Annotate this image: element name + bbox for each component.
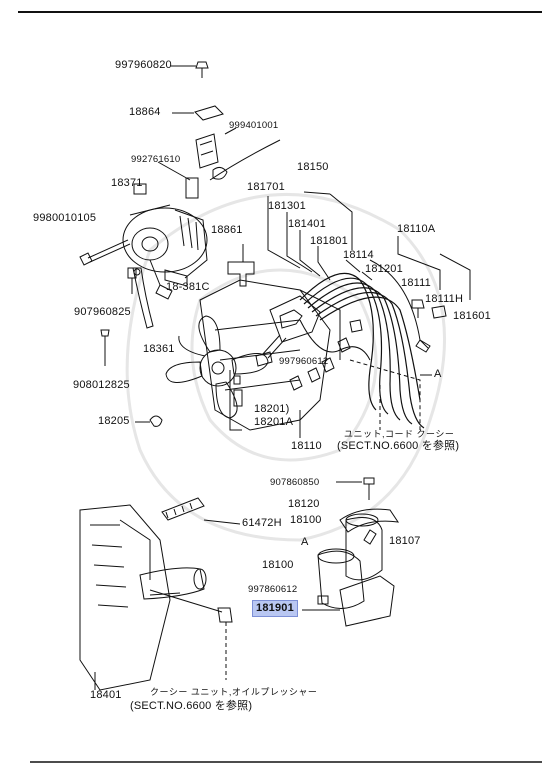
note-upper-line1: ユニット,コード クーシー <box>344 429 455 439</box>
bolt-997960820 <box>171 61 209 78</box>
label-18201: 18201) <box>254 403 290 415</box>
oil-pressure-unit <box>149 589 233 680</box>
label-997960820: 997960820 <box>115 59 172 71</box>
clip-18111h <box>431 305 447 319</box>
label-18371: 18371 <box>111 177 143 189</box>
plug-boots-18110 <box>289 319 363 438</box>
bracket-181901 <box>339 575 395 627</box>
note-lower-line1: クーシー ユニット,オイルプレッシャー <box>150 687 318 697</box>
label-18110: 18110 <box>291 440 322 452</box>
wire-999401001 <box>209 139 281 181</box>
heat-shield-61472h <box>161 497 241 525</box>
nut-18371 <box>133 183 147 195</box>
clip-18205 <box>149 415 163 427</box>
label-18111h: 18111H <box>425 293 464 305</box>
label-181401: 181401 <box>288 218 326 230</box>
label-18205: 18205 <box>98 415 130 427</box>
label-18100-upper: 18100 <box>290 514 322 526</box>
label-18107: 18107 <box>389 535 421 547</box>
label-907960825: 907960825 <box>74 306 131 318</box>
label-18-381c: 18-381C <box>166 281 210 293</box>
label-18401: 18401 <box>90 689 122 701</box>
note-upper-line2: (SECT.NO.6600 を参照) <box>337 440 460 452</box>
ignition-wires <box>299 272 425 429</box>
label-18110a: 18110A <box>397 223 436 235</box>
label-997860612: 997860612 <box>248 584 298 595</box>
label-999401001: 999401001 <box>229 120 279 131</box>
adjusting-arm-18361 <box>132 267 154 329</box>
label-181301: 181301 <box>268 200 306 212</box>
label-a-upper: A <box>434 368 442 380</box>
ignition-coil-upper <box>345 513 383 581</box>
watermark <box>125 192 446 542</box>
bracket-18861 <box>227 261 255 287</box>
label-9980010105: 9980010105 <box>33 212 97 224</box>
bolt-9980010105 <box>79 239 131 266</box>
label-997960612-upper: 997960612 <box>279 356 329 367</box>
label-908012825: 908012825 <box>73 379 130 391</box>
ignition-coil-lower <box>317 548 365 609</box>
label-181701: 181701 <box>247 181 285 193</box>
wire-18110a <box>369 259 429 349</box>
bracket-18120 <box>339 508 400 533</box>
label-18864: 18864 <box>129 106 161 118</box>
coil-wire <box>299 319 371 361</box>
label-18114: 18114 <box>343 249 374 261</box>
label-18861: 18861 <box>211 224 243 236</box>
label-18100-lower: 18100 <box>262 559 294 571</box>
engine-block-lower <box>79 504 171 691</box>
label-a-lower: A <box>301 536 309 548</box>
label-18150: 18150 <box>297 161 329 173</box>
note-lower-line2: (SECT.NO.6600 を参照) <box>130 700 253 712</box>
bracket-18864 <box>172 105 224 169</box>
label-181801: 181801 <box>310 235 348 247</box>
label-61472h: 61472H <box>242 517 282 529</box>
label-18120: 18120 <box>288 498 320 510</box>
label-181201: 181201 <box>365 263 403 275</box>
label-18111: 18111 <box>401 277 431 289</box>
bolt-907860850 <box>336 477 375 500</box>
label-18201a: 18201A <box>254 416 294 428</box>
spacer-18201 <box>233 375 241 385</box>
label-181901-highlighted[interactable]: 181901 <box>252 600 298 617</box>
label-18361: 18361 <box>143 343 175 355</box>
distributor <box>255 295 321 367</box>
cooling-fan <box>165 315 269 419</box>
starter-motor <box>139 567 207 600</box>
label-181601: 181601 <box>453 310 491 322</box>
label-992761610: 992761610 <box>131 154 181 165</box>
label-907860850: 907860850 <box>270 477 320 488</box>
clip-18111 <box>411 299 425 318</box>
